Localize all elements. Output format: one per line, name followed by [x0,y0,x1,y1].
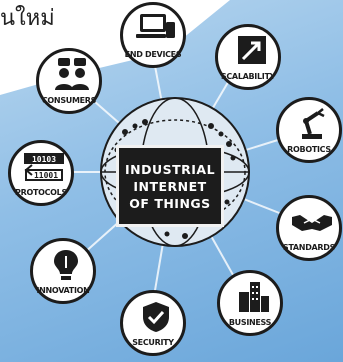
handshake-icon [292,215,332,231]
node-end-devices[interactable]: END DEVICES [120,2,186,68]
node-label: CONSUMERS [41,96,97,105]
devices-icon [136,14,175,38]
node-protocols[interactable]: 10103 11001 PROTOCOLS [8,140,74,206]
node-security[interactable]: SECURITY [120,290,186,356]
node-label: SECURITY [132,338,174,347]
node-standards[interactable]: STANDARDS [276,195,342,261]
robot-arm-icon [302,108,325,139]
node-business[interactable]: BUSINESS [217,270,283,336]
node-label: END DEVICES [124,50,182,59]
center-line-3: OF THINGS [129,195,211,211]
shield-check-icon [143,302,169,332]
node-label: ROBOTICS [287,145,331,154]
node-robotics[interactable]: ROBOTICS [276,97,342,163]
node-label: STANDARDS [282,243,336,252]
node-scalability[interactable]: SCALABILITY [215,24,281,90]
people-chat-icon [55,58,89,90]
protocol-code-1: 10103 [32,155,56,164]
center-line-2: INTERNET [133,178,207,194]
node-label: INNOVATION [36,286,90,295]
node-label: BUSINESS [228,318,272,327]
node-consumers[interactable]: CONSUMERS [36,48,102,114]
node-label: SCALABILITY [220,72,276,81]
center-line-1: INDUSTRIAL [124,161,216,177]
buildings-icon [239,282,269,312]
lightbulb-icon [54,250,78,280]
protocol-code-2: 11001 [34,171,58,180]
node-innovation[interactable]: INNOVATION [30,238,96,304]
header-text: นใหม่ [0,5,55,30]
binary-arrows-icon: 10103 11001 [24,153,64,181]
scale-arrow-icon [238,36,266,64]
node-label: PROTOCOLS [15,188,67,197]
center-title: INDUSTRIAL INTERNET OF THINGS [116,145,224,227]
